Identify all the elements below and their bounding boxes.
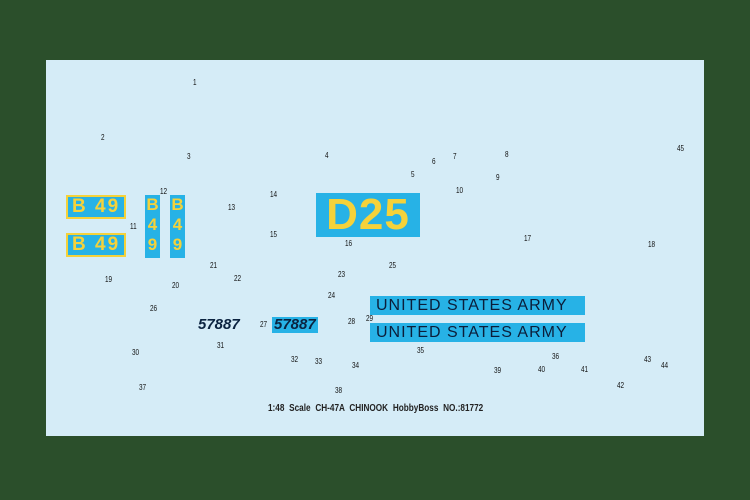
decal-number: 26	[150, 304, 158, 313]
decal-number: 7	[453, 152, 457, 161]
decal-number: 38	[335, 386, 343, 395]
decal-number: 1	[193, 78, 197, 87]
decal-number: 12	[160, 187, 168, 196]
decal-number: 15	[270, 230, 278, 239]
army-decal: UNITED STATES ARMY	[370, 323, 585, 342]
sheet-footer: 1:48 Scale CH-47A CHINOOK HobbyBoss NO.:…	[268, 403, 484, 414]
decal-number: 13	[228, 203, 236, 212]
decal-number: 2	[101, 133, 105, 142]
decal-number: 44	[661, 361, 669, 370]
decal-number: 23	[338, 270, 346, 279]
decal-number: 14	[270, 190, 278, 199]
decal-number: 39	[494, 366, 502, 375]
decal-number: 3	[187, 152, 191, 161]
serial-decal: 57887	[272, 316, 318, 333]
decal-number: 37	[139, 383, 147, 392]
decal-number: 19	[105, 275, 113, 284]
decal-number: 34	[352, 361, 360, 370]
b49-vertical-decal: B49	[145, 195, 160, 258]
decal-number: 43	[644, 355, 652, 364]
decal-number: 31	[217, 341, 225, 350]
decal-number: 21	[210, 261, 218, 270]
decal-number: 33	[315, 357, 323, 366]
decal-number: 28	[348, 317, 356, 326]
decal-number: 25	[389, 261, 397, 270]
decal-number: 24	[328, 291, 336, 300]
decal-number: 29	[366, 314, 374, 323]
decal-number: 11	[130, 222, 137, 231]
decal-number: 27	[260, 320, 268, 329]
decal-number: 17	[524, 234, 532, 243]
b49-decal: B 49	[66, 195, 127, 219]
decal-number: 9	[496, 173, 500, 182]
decal-number: 18	[648, 240, 656, 249]
decal-number: 5	[411, 170, 415, 179]
decal-number: 20	[172, 281, 180, 290]
decal-number: 6	[432, 157, 436, 166]
serial-decal: 57887	[198, 316, 240, 333]
decal-number: 10	[456, 186, 464, 195]
decal-number: 36	[552, 352, 560, 361]
decal-number: 42	[617, 381, 625, 390]
decal-number: 30	[132, 348, 140, 357]
b49-vertical-decal: B49	[170, 195, 185, 258]
decal-number: 35	[417, 346, 425, 355]
decal-number: 41	[581, 365, 589, 374]
decal-number: 45	[677, 144, 685, 153]
decal-number: 32	[291, 355, 299, 364]
b49-decal: B 49	[66, 233, 127, 257]
decal-number: 4	[325, 151, 329, 160]
d25-decal: D25	[316, 193, 420, 237]
army-decal: UNITED STATES ARMY	[370, 296, 585, 315]
decal-number: 40	[538, 365, 546, 374]
decal-number: 8	[505, 150, 509, 159]
decal-number: 16	[345, 239, 353, 248]
decal-number: 22	[234, 274, 242, 283]
